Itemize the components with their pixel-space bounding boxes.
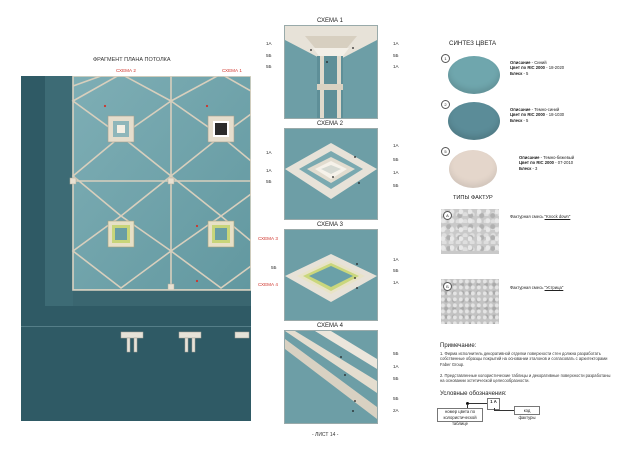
scheme-4-right-code: 2А — [393, 408, 399, 413]
scheme-2-render — [284, 128, 378, 220]
legend-title: Условные обозначения: — [440, 391, 507, 397]
scheme-4-right-code: 5Б — [393, 351, 399, 356]
color-5-info: Описание - Темно-бежевый Цвет по RIC 200… — [519, 155, 575, 171]
plan-title: ФРАГМЕНТ ПЛАНА ПОТОЛКА — [93, 57, 171, 63]
color-swatch-1 — [448, 56, 500, 94]
color-number-badge: 2 — [441, 100, 450, 109]
scheme-2-title: СХЕМА 2 — [316, 121, 343, 127]
scheme-2-right-code: 1А — [393, 170, 399, 175]
textures-title: ТИПЫ ФАКТУР — [453, 195, 493, 201]
scheme-1-left-code: 5Б — [266, 53, 272, 58]
scheme-3-render — [284, 229, 378, 321]
scheme-2-left-code: 5Б — [266, 179, 272, 184]
scheme-3-right-code: 5Б — [393, 268, 399, 273]
scheme-4-right-code: 1А — [393, 364, 399, 369]
sheet-number: - ЛИСТ 14 - — [312, 432, 339, 438]
color-2-info: Описание - Темно-синий Цвет по RIC 2000 … — [510, 107, 565, 123]
scheme-4-right-code: 5Б — [393, 376, 399, 381]
scheme-2-right-code: 1А — [393, 143, 399, 148]
scheme-2-right-code: 5Б — [393, 157, 399, 162]
scheme-3-right-code: 1А — [393, 257, 399, 262]
note-2: 2. Представленные колористические таблиц… — [440, 373, 611, 384]
plan-label-scheme1: СХЕМА 1 — [222, 68, 242, 73]
color-swatch-2 — [448, 102, 500, 140]
scheme-3-right-code: 1А — [393, 280, 399, 285]
scheme-1-left-code: 5Б — [266, 64, 272, 69]
scheme-1-right-code: 5Б — [393, 53, 399, 58]
plan-label-scheme2: СХЕМА 2 — [116, 68, 136, 73]
scheme-2-left-code: 1А — [266, 168, 272, 173]
scheme-2-right-code: 5Б — [393, 183, 399, 188]
scheme-1-right-code: 1А — [393, 41, 399, 46]
legend-texture-caption: код фактуры — [514, 406, 540, 420]
scheme-3-title: СХЕМА 3 — [316, 222, 343, 228]
scheme-1-right-code: 1А — [393, 64, 399, 69]
texture-a-label: Фактурная смесь "Knock down" — [510, 214, 571, 219]
note-1: 1. Фирма исполнитель декоративной отделк… — [440, 351, 608, 367]
texture-b-label: Фактурная смесь "Устрица" — [510, 285, 564, 290]
color-swatch-5 — [449, 150, 497, 188]
ceiling-plan — [21, 76, 251, 421]
texture-letter-badge: Б — [443, 282, 452, 291]
plan-label-scheme3: СХЕМА 3 — [258, 236, 278, 241]
scheme-4-title: СХЕМА 4 — [316, 323, 343, 329]
color-1-info: Описание - Синий Цвет по RIC 2000 - 18-2… — [510, 60, 565, 76]
legend-code-sample: 1 А — [487, 398, 500, 410]
scheme-1-render — [284, 25, 378, 119]
notes-title: Примечание: — [440, 343, 477, 349]
scheme-2-left-code: 1А — [266, 150, 272, 155]
color-number-badge: 1 — [441, 54, 450, 63]
color-number-badge: 5 — [441, 147, 450, 156]
plan-label-scheme4: СХЕМА 4 — [258, 282, 278, 287]
scheme-1-title: СХЕМА 1 — [316, 18, 343, 24]
legend-dot — [466, 402, 469, 405]
color-synthesis-title: СИНТЕЗ ЦВЕТА — [449, 40, 497, 47]
scheme-4-render — [284, 330, 378, 424]
scheme-1-left-code: 1А — [266, 41, 272, 46]
scheme-4-right-code: 5Б — [393, 396, 399, 401]
legend-color-number-caption: номер цвета по колористической таблице — [437, 408, 483, 426]
texture-letter-badge: А — [443, 211, 452, 220]
scheme-3-left-code: 5Б — [271, 265, 277, 270]
